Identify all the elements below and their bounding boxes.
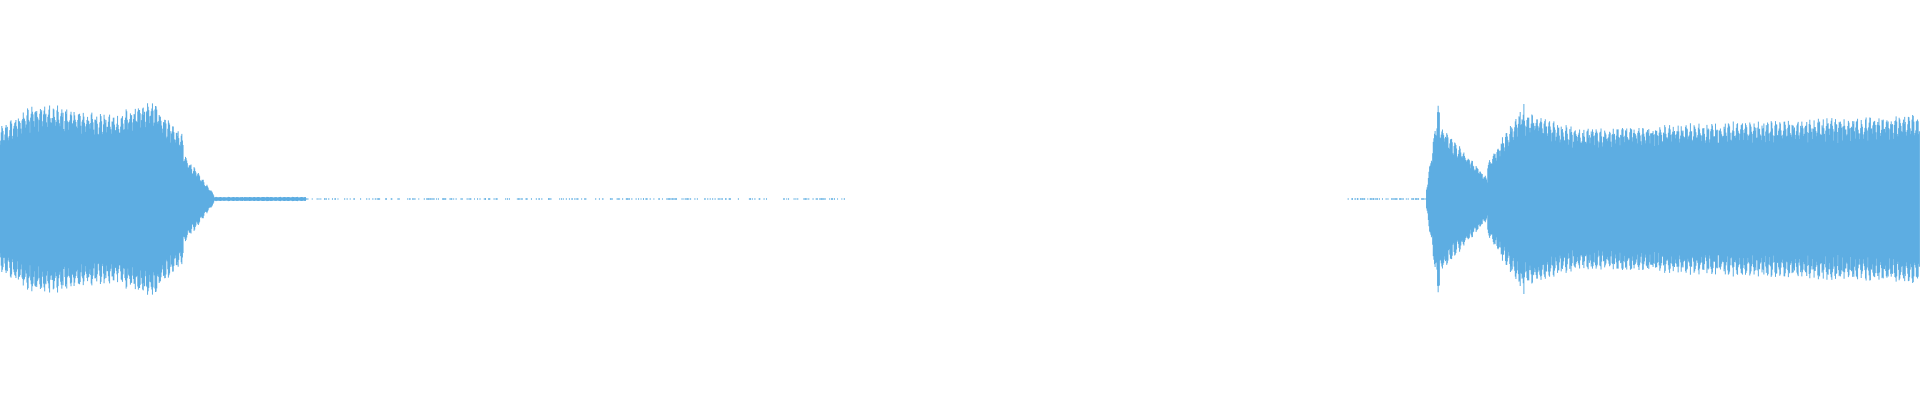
audio-waveform bbox=[0, 103, 1920, 295]
